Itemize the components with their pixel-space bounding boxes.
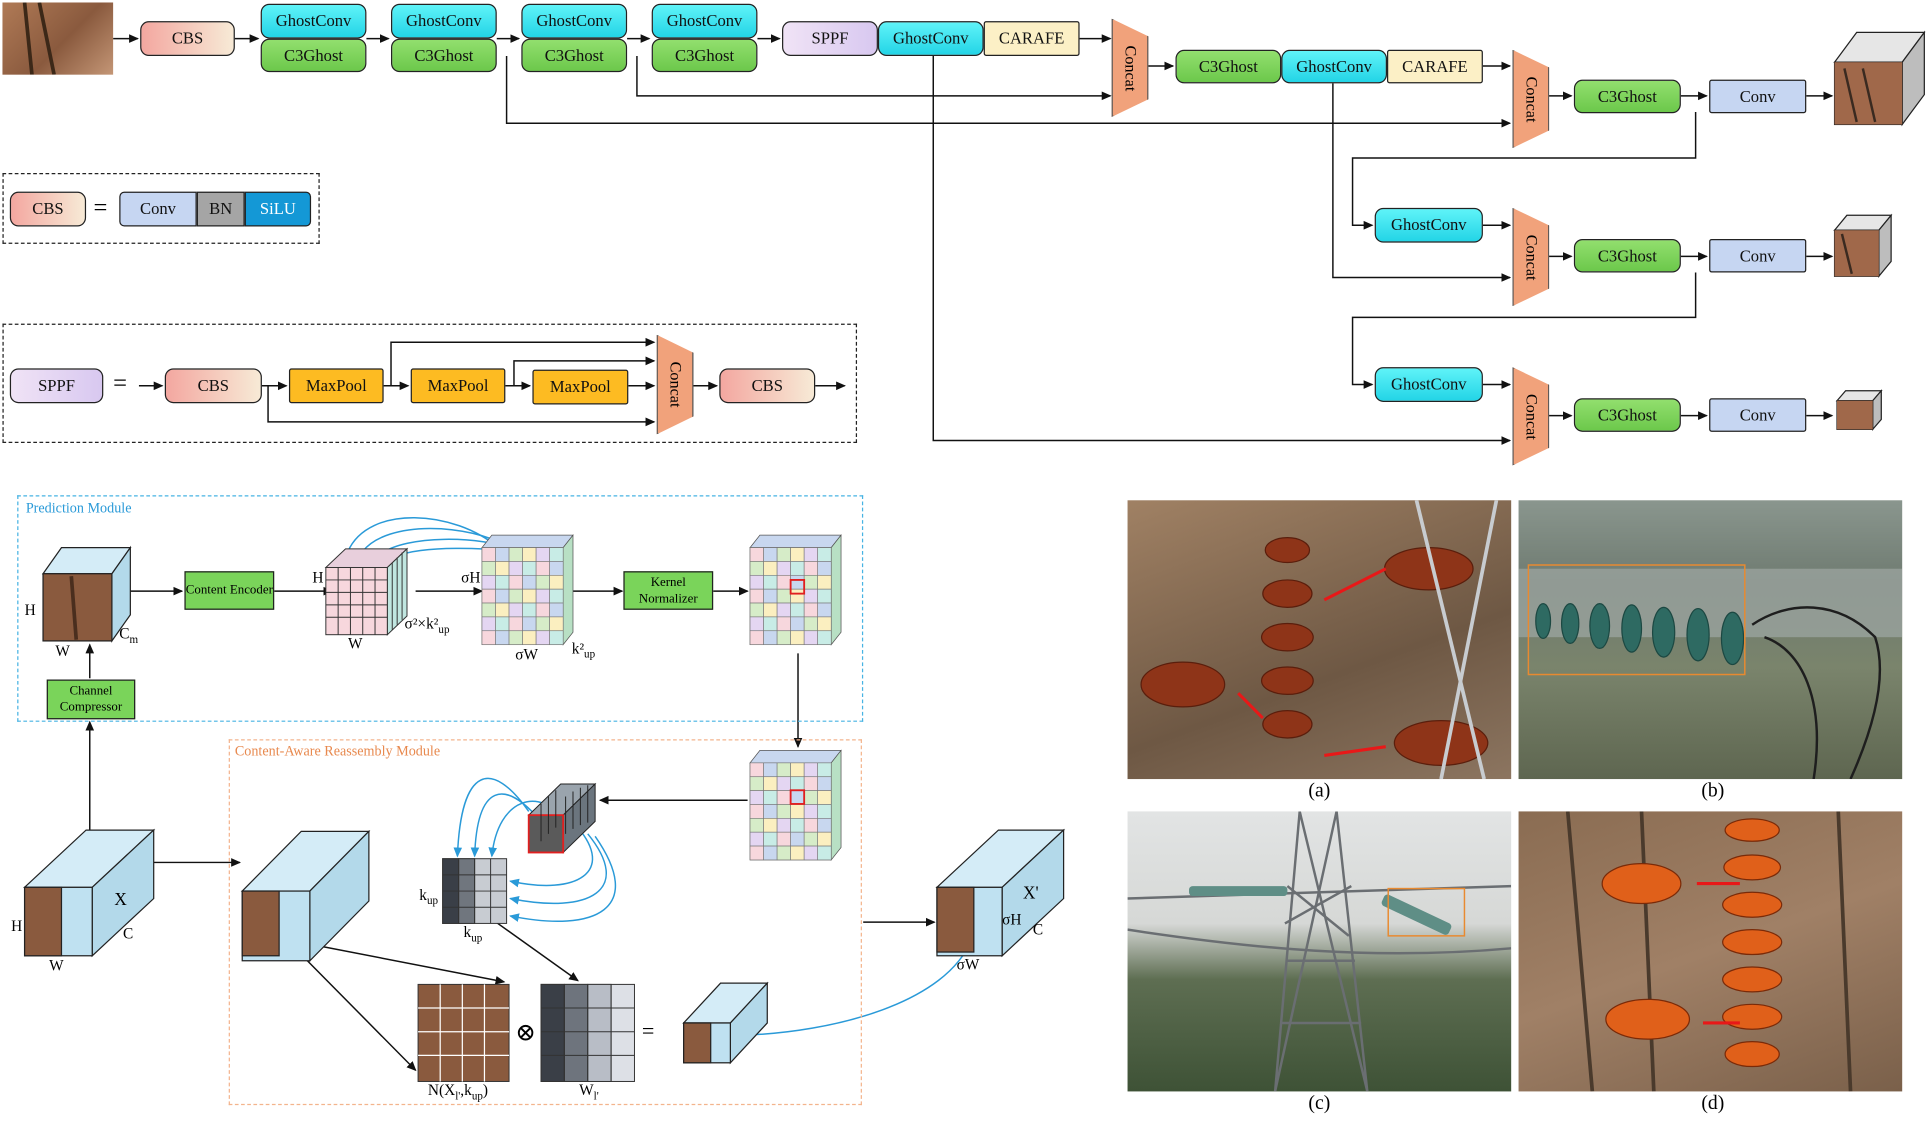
kernel-cell	[817, 630, 832, 645]
sppf-legend-cbs-out: CBS	[719, 368, 816, 404]
backbone-c3ghost-4: C3Ghost	[651, 38, 758, 73]
cbs-legend-bn: BN	[196, 191, 245, 227]
otimes-symbol: ⊗	[515, 1019, 536, 1047]
detection-photo-b	[1518, 500, 1903, 780]
label-kup-horizontal: kup	[463, 923, 483, 944]
cbs-block: CBS	[140, 21, 235, 57]
head2-conv: Conv	[1709, 238, 1807, 273]
cbs-legend-conv: Conv	[119, 191, 197, 227]
reassembly-module-label: Content-Aware Reassembly Module	[234, 744, 441, 760]
cbs-legend-silu: SiLU	[244, 191, 312, 227]
sppf-maxpool-2: MaxPool	[410, 368, 506, 404]
sppf-legend-equals: =	[113, 369, 127, 397]
label-X: X	[114, 891, 127, 910]
label-X-C: C	[122, 924, 134, 943]
prediction-module-frame	[17, 495, 864, 722]
reassembly-module-frame	[228, 739, 862, 1106]
backbone-ghostconv-5: GhostConv	[877, 21, 984, 57]
prediction-module-label: Prediction Module	[25, 501, 132, 517]
kernel-cell	[549, 630, 564, 645]
cbs-legend-frame	[2, 172, 320, 244]
label-Xp-C: C	[1032, 920, 1044, 939]
sppf-maxpool-3: MaxPool	[532, 369, 629, 405]
carafe-block-2: CARAFE	[1386, 49, 1483, 84]
output-cube-photo	[1834, 230, 1879, 277]
label-H-encoder: H	[312, 568, 324, 587]
head1-c3ghost: C3Ghost	[1573, 79, 1681, 114]
cbs-legend-lhs: CBS	[9, 191, 87, 227]
sppf-legend-frame	[2, 323, 858, 444]
caption-d: (d)	[1701, 1092, 1725, 1114]
concat-1: Concat	[1111, 18, 1149, 117]
neck-c3ghost: C3Ghost	[1175, 49, 1282, 84]
sppf-legend-lhs: SPPF	[9, 368, 104, 404]
concat-head-1: Concat	[1512, 49, 1550, 149]
sppf-legend-cbs-in: CBS	[164, 368, 262, 404]
cbs-legend-equals: =	[93, 194, 108, 222]
backbone-ghostconv-1: GhostConv	[260, 3, 367, 39]
carafe-block-1: CARAFE	[983, 21, 1080, 57]
label-Cm: Cm	[119, 624, 139, 646]
label-kup-vertical: kup	[419, 886, 439, 907]
label-X-prime: X'	[1023, 884, 1039, 904]
label-Xp-sigmaW: σW	[956, 955, 980, 974]
backbone-c3ghost-3: C3Ghost	[521, 38, 628, 73]
input-image	[2, 2, 114, 75]
head3-conv: Conv	[1709, 398, 1807, 432]
label-W: W	[55, 642, 70, 660]
detection-photo-c	[1127, 811, 1512, 1092]
head3-c3ghost: C3Ghost	[1573, 398, 1681, 432]
kernel-normalizer: Kernel Normalizer	[623, 571, 714, 610]
sppf-block: SPPF	[782, 21, 878, 57]
label-X-H: H	[11, 917, 23, 935]
channel-compressor: Channel Compressor	[46, 679, 136, 720]
detection-photo-a	[1127, 500, 1512, 780]
label-X-W: W	[49, 957, 64, 975]
backbone-ghostconv-2: GhostConv	[391, 3, 497, 39]
label-sigma-k: σ²×k²up	[404, 614, 450, 636]
neck-ghostconv: GhostConv	[1281, 49, 1387, 84]
backbone-c3ghost-1: C3Ghost	[260, 38, 367, 73]
caption-c: (c)	[1308, 1092, 1331, 1114]
backbone-c3ghost-2: C3Ghost	[391, 38, 497, 73]
label-k2up: k²up	[571, 639, 596, 661]
head3-ghostconv: GhostConv	[1374, 367, 1483, 402]
label-W-encoder: W	[347, 634, 363, 653]
head2-c3ghost: C3Ghost	[1573, 238, 1681, 273]
label-neighborhood: N(Xl',kup)	[427, 1081, 489, 1103]
equals-symbol: =	[641, 1018, 655, 1043]
backbone-ghostconv-3: GhostConv	[521, 3, 628, 39]
label-H: H	[24, 601, 36, 619]
label-sigma-W: σW	[515, 645, 539, 664]
head1-conv: Conv	[1709, 79, 1807, 114]
label-Xp-sigmaH: σH	[1002, 910, 1022, 929]
output-cube-photo	[1837, 400, 1873, 430]
backbone-ghostconv-4: GhostConv	[651, 3, 758, 39]
label-sigma-H: σH	[461, 568, 481, 587]
content-encoder: Content Encoder	[184, 571, 275, 610]
caption-a: (a)	[1308, 780, 1331, 802]
kernel-cell	[817, 845, 832, 861]
head2-ghostconv: GhostConv	[1374, 207, 1483, 243]
label-Wl: Wl'	[579, 1081, 599, 1103]
sppf-maxpool-1: MaxPool	[288, 368, 384, 404]
caption-b: (b)	[1701, 780, 1725, 802]
concat-head-3: Concat	[1512, 367, 1550, 466]
detection-photo-d	[1518, 811, 1903, 1092]
